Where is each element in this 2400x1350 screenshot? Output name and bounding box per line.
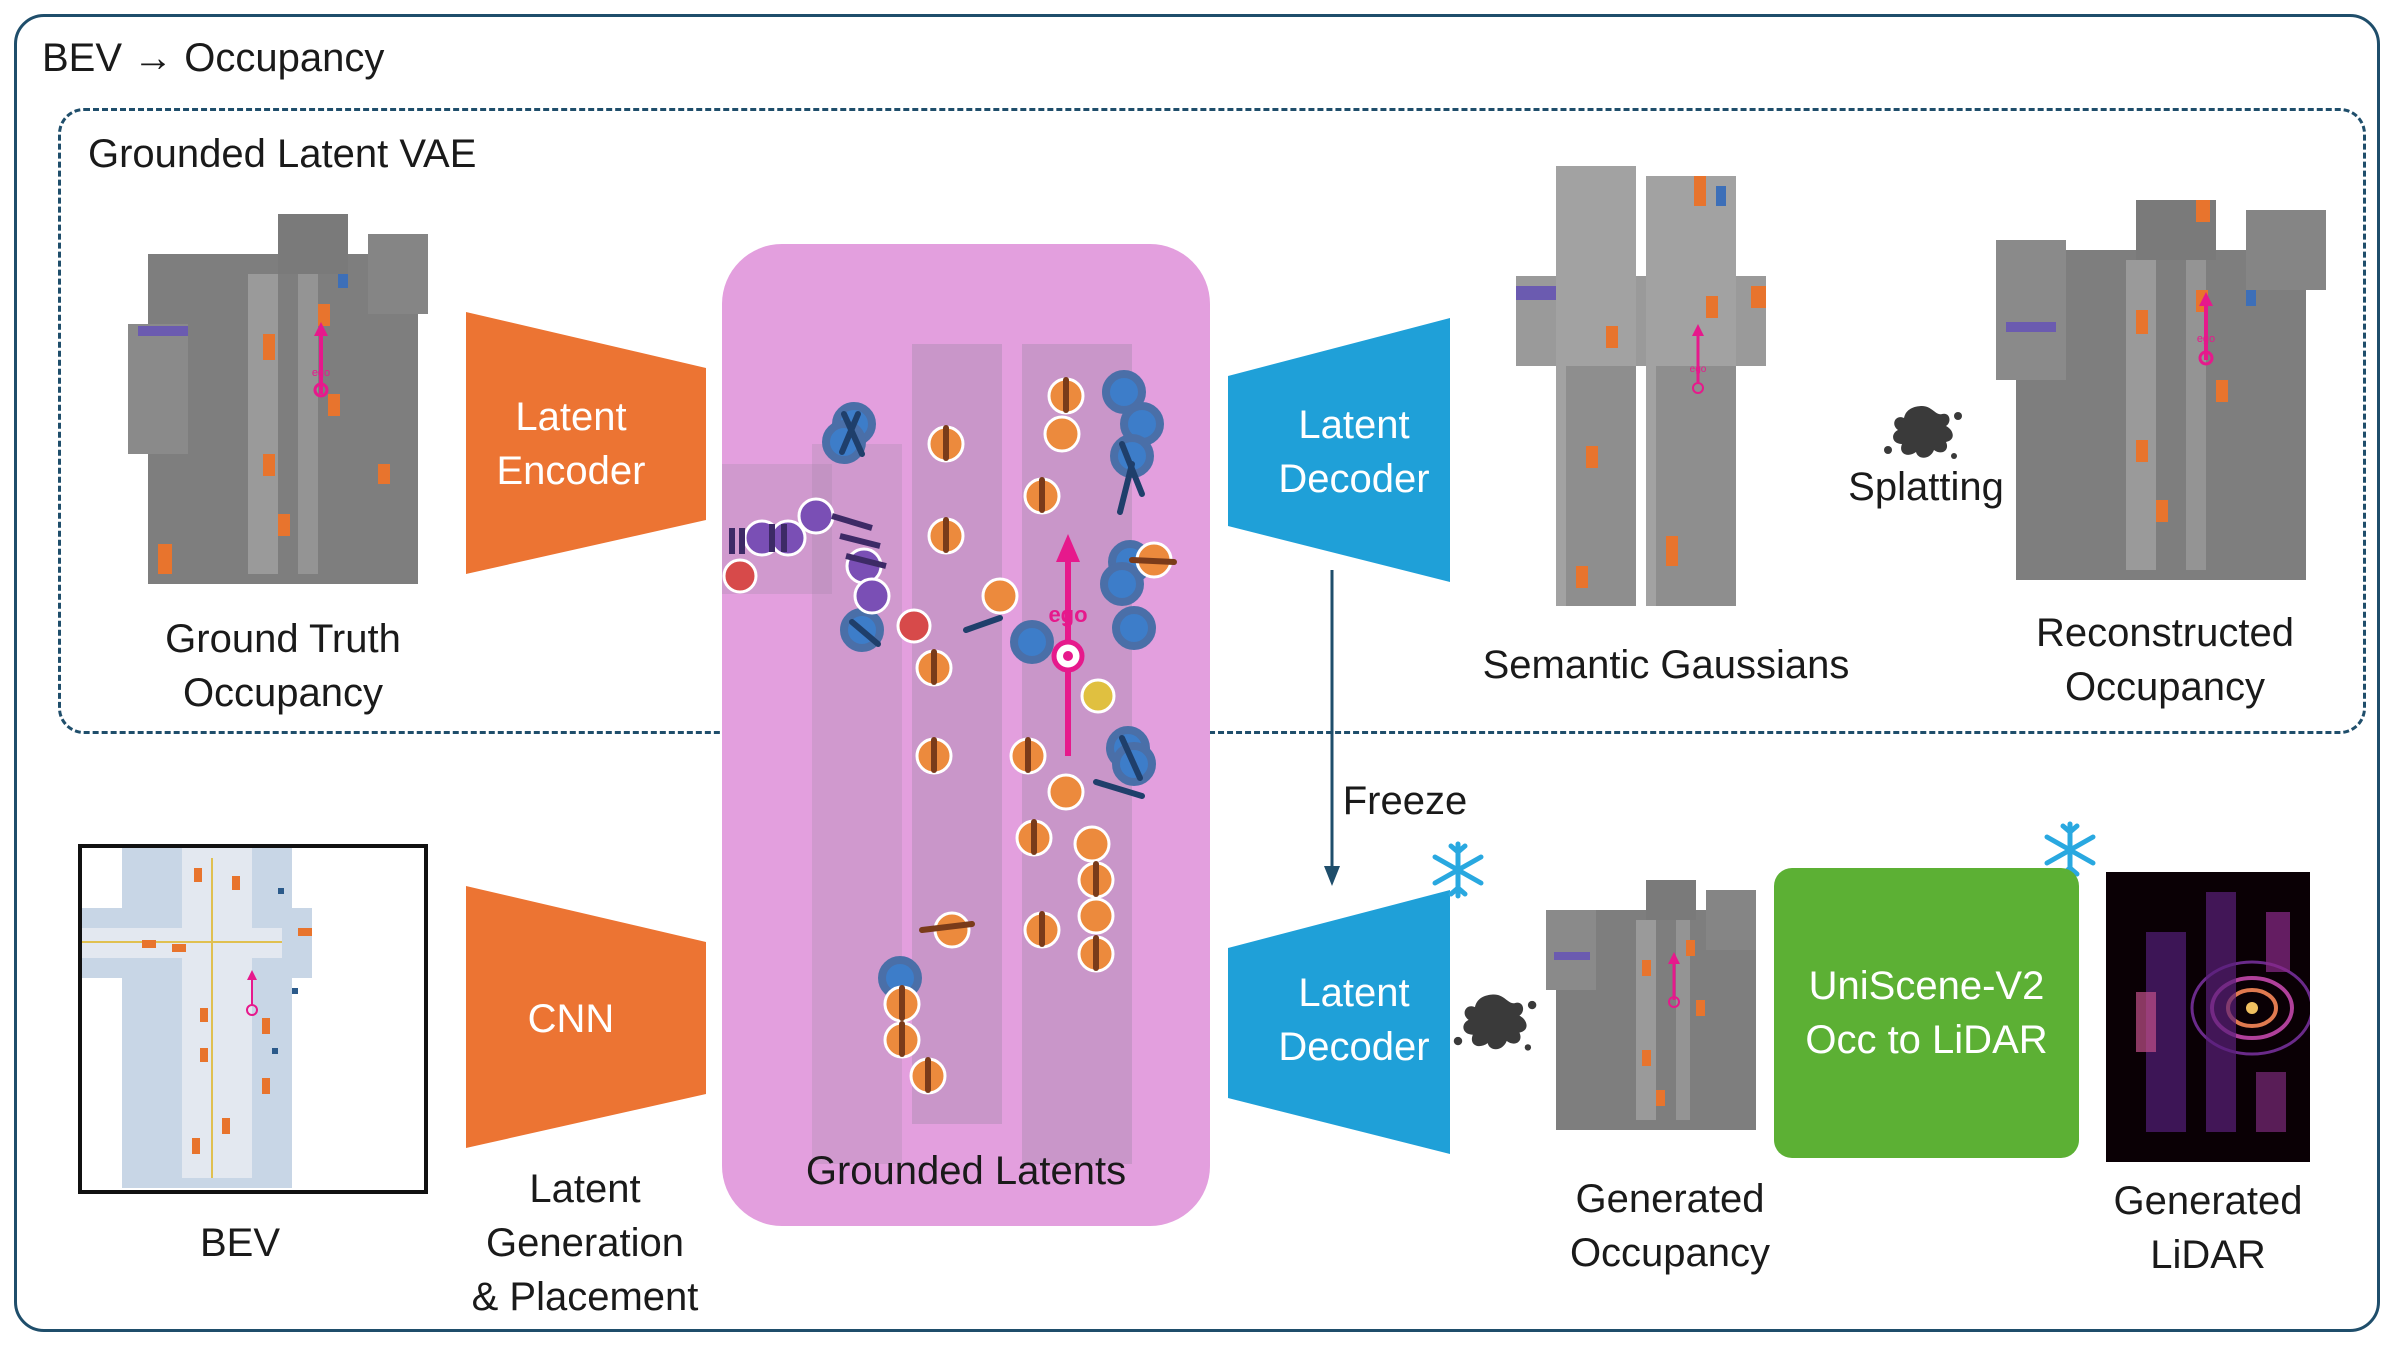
grounded-latents-panel: ego Grounded Latents [722, 244, 1210, 1226]
vae-title: Grounded Latent VAE [88, 132, 477, 176]
outer-frame [14, 14, 2380, 1332]
generated-occupancy-image [1546, 880, 1756, 1130]
cnn-block [466, 886, 706, 1148]
bev-map-drawing [82, 848, 424, 1190]
reconstructed-occupancy-label: Reconstructed Occupancy [2036, 611, 2294, 709]
grounded-latents-label: Grounded Latents [805, 1149, 1127, 1193]
uniscene-v2-title: UniScene-V2 [1808, 964, 2045, 1008]
splatting-label: Splatting [1848, 465, 2004, 509]
generated-lidar-label: Generated LiDAR [2113, 1179, 2303, 1277]
latent-decoder-top-label: Latent Decoder [1278, 403, 1430, 501]
splat-icon [1884, 406, 1962, 459]
outer-title: BEV → Occupancy [42, 36, 385, 80]
generated-lidar-image [2106, 872, 2310, 1162]
latent-generation-label: Latent Generation & Placement [471, 1167, 699, 1319]
lidar-points-drawing [2136, 892, 2310, 1132]
ego-tag: ego [1048, 602, 1087, 627]
snowflake-icon [1432, 841, 1484, 899]
svg-text:ego: ego [2197, 333, 2215, 345]
semantic-gaussians-image: ego [1516, 166, 1766, 606]
ground-truth-label: Ground Truth Occupancy [165, 617, 401, 715]
latent-decoder-bottom-block [1228, 890, 1450, 1154]
reconstructed-occupancy-image: ego [1996, 200, 2326, 580]
latent-encoder-block [466, 312, 706, 574]
semantic-gaussians-label: Semantic Gaussians [1482, 643, 1850, 687]
svg-text:ego: ego [312, 367, 330, 379]
ground-truth-occupancy-image: ego [128, 214, 428, 584]
latent-decoder-top-block [1228, 318, 1450, 582]
vae-frame [58, 108, 2366, 734]
freeze-label: Freeze [1342, 779, 1468, 823]
latent-decoder-bottom-label: Latent Decoder [1278, 971, 1430, 1069]
freeze-arrow [1324, 570, 1340, 886]
svg-text:ego: ego [1690, 364, 1707, 375]
generated-occupancy-label: Generated Occupancy [1569, 1177, 1771, 1275]
uniscene-v2-subtitle: Occ to LiDAR [1805, 1018, 2048, 1062]
latent-encoder-label: Latent Encoder [496, 395, 646, 493]
splat-icon [1453, 994, 1537, 1051]
bev-map-image [78, 844, 428, 1194]
uniscene-v2-block: UniScene-V2 Occ to LiDAR [1774, 868, 2079, 1158]
cnn-label: CNN [527, 997, 615, 1041]
bev-label: BEV [199, 1221, 281, 1265]
grounded-latents-scene: ego [722, 344, 1177, 1164]
